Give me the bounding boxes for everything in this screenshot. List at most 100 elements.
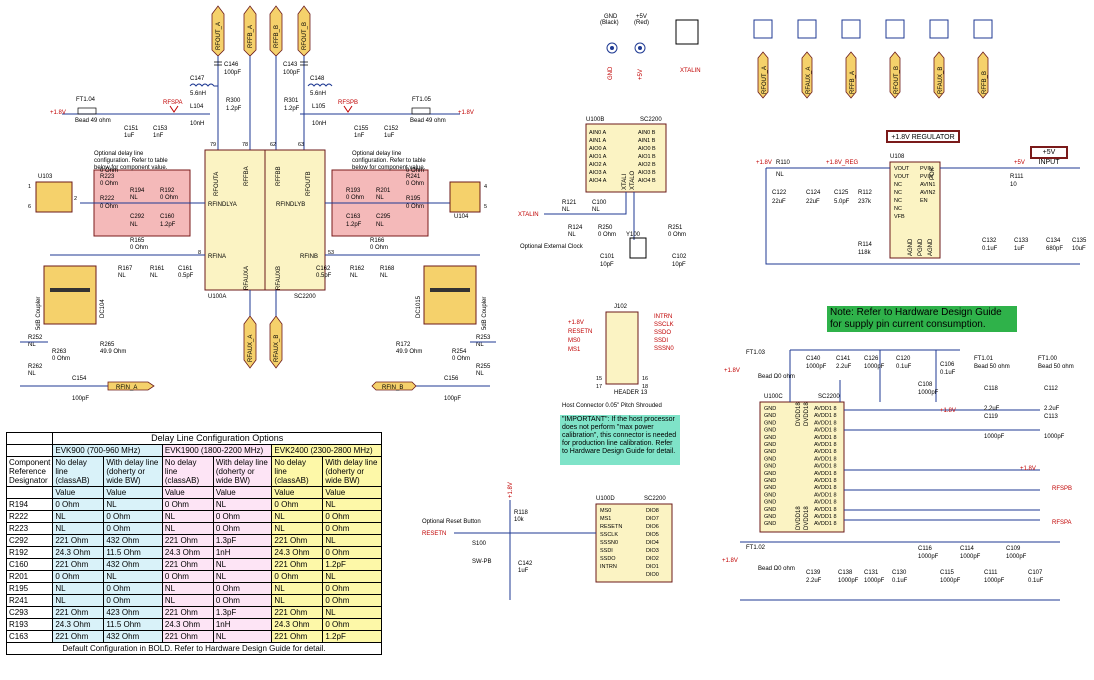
svg-text:100pF: 100pF bbox=[283, 70, 300, 76]
ic-pin-label: AVDD1 8 bbox=[814, 449, 837, 455]
svg-text:10pF: 10pF bbox=[672, 262, 686, 268]
svg-text:C101: C101 bbox=[600, 254, 615, 260]
ic-pin-label: DIO3 bbox=[646, 548, 659, 554]
svg-text:1.2pF: 1.2pF bbox=[226, 106, 242, 112]
value-cell: 24.3 Ohm bbox=[161, 618, 214, 631]
svg-text:R114: R114 bbox=[858, 242, 873, 248]
net-port bbox=[889, 51, 901, 99]
svg-text:+5V: +5V bbox=[1014, 160, 1025, 166]
group-header: EVK2400 (2300-2800 MHz) bbox=[271, 444, 382, 457]
svg-text:RFSPA: RFSPA bbox=[163, 100, 183, 106]
svg-text:10pF: 10pF bbox=[600, 262, 614, 268]
svg-text:C118: C118 bbox=[984, 386, 999, 392]
svg-text:237k: 237k bbox=[858, 199, 872, 205]
svg-text:63: 63 bbox=[298, 142, 304, 148]
svg-text:HEADER 13: HEADER 13 bbox=[614, 390, 648, 396]
svg-text:R112: R112 bbox=[858, 190, 873, 196]
ic-pin-label: AVDD1 8 bbox=[814, 420, 837, 426]
svg-text:+1.8V: +1.8V bbox=[722, 558, 738, 564]
svg-text:FT1.05: FT1.05 bbox=[412, 97, 432, 103]
ic-pin-label: AVDD1 8 bbox=[814, 507, 837, 513]
svg-text:0 Ohm: 0 Ohm bbox=[346, 195, 364, 201]
value-cell: 0 Ohm bbox=[212, 510, 273, 523]
svg-text:Bead Ω0 ohm: Bead Ω0 ohm bbox=[758, 566, 795, 572]
value-label: Value bbox=[103, 486, 163, 499]
svg-text:XTALI: XTALI bbox=[622, 173, 628, 190]
ic-pin-label: VOUT bbox=[894, 174, 910, 180]
value-cell: 221 Ohm bbox=[271, 558, 324, 571]
svg-text:RFSPA: RFSPA bbox=[1052, 520, 1072, 526]
svg-text:NL: NL bbox=[150, 273, 158, 279]
svg-text:R124: R124 bbox=[568, 225, 583, 231]
ic-pin-label: AIO3 A bbox=[589, 170, 607, 176]
svg-text:C163: C163 bbox=[346, 214, 361, 220]
svg-text:RFINDLYA: RFINDLYA bbox=[208, 202, 237, 208]
value-cell: 0 Ohm bbox=[161, 498, 214, 511]
svg-text:SW-PB: SW-PB bbox=[472, 559, 492, 565]
ic-pin-label: AIO0 A bbox=[589, 146, 607, 152]
svg-text:10: 10 bbox=[1010, 182, 1017, 188]
ic-pin-label: AIN0 B bbox=[638, 130, 656, 136]
sma-net-label: RFFB_B bbox=[982, 71, 988, 94]
subheader: With delay line (doherty or wide BW) bbox=[322, 456, 382, 487]
net-port-rfaux-b: RFAUX_B bbox=[269, 315, 283, 369]
subheader: With delay line (doherty or wide BW) bbox=[103, 456, 163, 487]
svg-text:+1.8V: +1.8V bbox=[50, 110, 66, 116]
svg-text:NL: NL bbox=[476, 342, 484, 348]
svg-text:C146: C146 bbox=[224, 62, 239, 68]
svg-text:+1.8V: +1.8V bbox=[940, 408, 956, 414]
svg-text:1uF: 1uF bbox=[1014, 246, 1025, 252]
svg-text:1000pF: 1000pF bbox=[1006, 554, 1027, 560]
header-net-label: SSDO bbox=[654, 330, 671, 336]
svg-text:RESETN: RESETN bbox=[422, 531, 446, 537]
svg-text:FT1.04: FT1.04 bbox=[76, 97, 96, 103]
ic-pin-label: GND bbox=[764, 464, 776, 470]
ic-pin-label: PVIN bbox=[920, 174, 933, 180]
svg-text:GND: GND bbox=[604, 14, 618, 20]
svg-text:C122: C122 bbox=[772, 190, 787, 196]
net-port bbox=[977, 51, 989, 99]
svg-text:AGND: AGND bbox=[928, 238, 934, 256]
value-cell: NL bbox=[322, 498, 382, 511]
svg-text:2.2uF: 2.2uF bbox=[1044, 406, 1060, 412]
table-footer: Default Configuration in BOLD. Refer to … bbox=[6, 642, 382, 655]
svg-text:C139: C139 bbox=[806, 570, 821, 576]
svg-text:C116: C116 bbox=[918, 546, 933, 552]
designator-cell: R192 bbox=[5, 546, 54, 559]
svg-text:1000pF: 1000pF bbox=[806, 364, 827, 370]
svg-text:R255: R255 bbox=[476, 364, 491, 370]
svg-text:RFFB_B: RFFB_B bbox=[274, 25, 280, 48]
value-cell: 221 Ohm bbox=[271, 534, 324, 547]
svg-text:R167: R167 bbox=[118, 266, 133, 272]
svg-text:RFFBB: RFFBB bbox=[276, 166, 282, 186]
ic-pin-label: GND bbox=[764, 428, 776, 434]
value-cell: NL bbox=[52, 510, 105, 523]
svg-text:0.5pF: 0.5pF bbox=[316, 273, 332, 279]
svg-text:5: 5 bbox=[484, 204, 487, 210]
ic-pin-label: NC bbox=[894, 182, 902, 188]
sma-net-label: RFOUT_A bbox=[762, 66, 768, 94]
svg-text:0 Ohm: 0 Ohm bbox=[52, 356, 70, 362]
svg-text:1000pF: 1000pF bbox=[838, 578, 859, 584]
svg-text:100pF: 100pF bbox=[444, 396, 461, 402]
ic-pin-label: GND bbox=[764, 406, 776, 412]
ic-pin-label: GND bbox=[764, 514, 776, 520]
svg-text:0 Ohm: 0 Ohm bbox=[100, 181, 118, 187]
svg-text:R222: R222 bbox=[100, 196, 115, 202]
ic-pin-label: GND bbox=[764, 500, 776, 506]
ic-pin-label: MS0 bbox=[600, 508, 611, 514]
svg-text:RFSPB: RFSPB bbox=[338, 100, 358, 106]
value-cell: 432 Ohm bbox=[103, 558, 163, 571]
subheader: No delay line (classAB) bbox=[161, 456, 214, 487]
svg-text:J102: J102 bbox=[614, 304, 628, 310]
svg-text:Bead Ω0 ohm: Bead Ω0 ohm bbox=[758, 374, 795, 380]
value-cell: NL bbox=[161, 522, 214, 535]
svg-text:Y100: Y100 bbox=[626, 232, 641, 238]
value-cell: 0 Ohm bbox=[103, 594, 163, 607]
svg-text:NL: NL bbox=[130, 222, 138, 228]
value-cell: 24.3 Ohm bbox=[52, 618, 105, 631]
ic-pin-label: AVDD1 8 bbox=[814, 514, 837, 520]
